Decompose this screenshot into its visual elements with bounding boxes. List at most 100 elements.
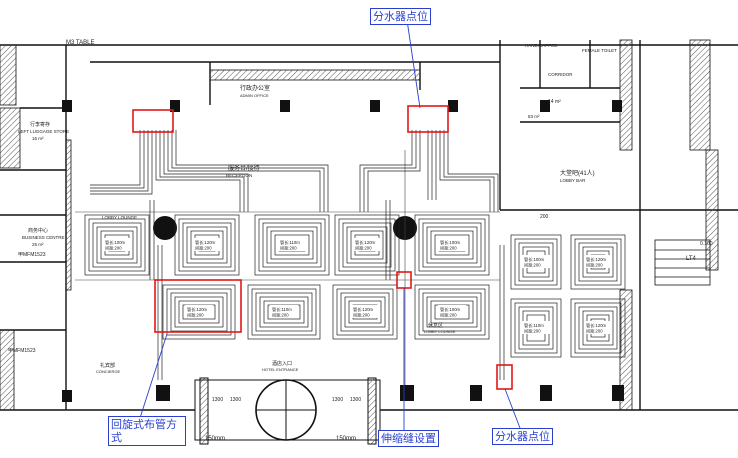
loop-labels: 管长:100m间距:200管长:120m间距:200管长:110m间距:200管… [103, 238, 612, 335]
heating-loop [254, 214, 330, 276]
loop-label: 间距:200 [280, 245, 297, 252]
callout-spiral-line1: 回旋式布管方 [111, 418, 177, 431]
dim-1300-a: 1300 [212, 397, 223, 403]
dim-1300-c: 1300 [332, 397, 343, 403]
loop-label: 管长:120m [586, 322, 607, 329]
callout-spiral-line2: 式 [111, 431, 122, 444]
business-centre-cn: 商务中心 [28, 227, 48, 234]
reception-cn: 服务台/接待 [228, 164, 260, 172]
reception-en: RECEPTION [226, 173, 252, 178]
level-mark: 0.100 [700, 241, 713, 247]
expansion-joint-lines [75, 150, 500, 385]
loop-label: 管长:100m [524, 256, 545, 263]
loop-label: 管长:120m [355, 239, 376, 246]
corridor-en: CORRIDOR [548, 72, 573, 77]
round-columns [153, 216, 417, 240]
heating-loop [247, 284, 321, 340]
lobby-lounge-left: LOBBY LOUNGE [102, 215, 137, 220]
left-luggage-cn: 行李寄存 [30, 121, 50, 128]
lobby-bar-en: LOBBY BAR [560, 178, 586, 183]
loop-label-bg [351, 305, 379, 318]
gap-right: 150mm [336, 436, 356, 442]
concierge-en: CONCIERGE [96, 369, 121, 374]
loop-label-bg [438, 238, 466, 251]
hotel-entrance-en: HOTEL ENTRANCE [262, 367, 299, 372]
hotel-entrance-cn: 酒店入口 [272, 360, 292, 367]
door-tag-2: 甲MFM1523 [8, 348, 36, 354]
lt4-label: LT4 [686, 256, 697, 262]
callout-manifold-bottom: 分水器点位 [492, 428, 553, 445]
left-luggage-area: 16 m² [32, 136, 44, 141]
loop-label-bg [438, 305, 466, 318]
heating-loop [414, 284, 490, 340]
heating-loops [84, 214, 626, 358]
spiral-layout-box [154, 279, 242, 333]
loop-label: 间距:200 [353, 312, 370, 319]
female-toilet: FEMALE TOILET [582, 48, 617, 53]
supply-trunks-right [359, 130, 505, 380]
callout-spiral-layout: 回旋式布管方 式 [108, 416, 186, 446]
heating-loop [334, 214, 400, 276]
loop-label-bg [270, 305, 298, 318]
heating-loop [414, 214, 490, 276]
loop-label: 管长:100m [105, 239, 126, 246]
handicapped: HANDICAPPED [525, 43, 558, 48]
loop-label: 管长:110m [280, 239, 300, 246]
loop-label: 间距:200 [355, 245, 372, 252]
supply-trunks-left [90, 130, 329, 380]
area-83: 83 m² [528, 114, 540, 119]
loop-label: 间距:200 [524, 262, 541, 269]
business-centre-area: 25 m² [32, 242, 44, 247]
business-centre-en: BUSINESS CENTRE [22, 235, 65, 240]
heating-loop [570, 234, 626, 290]
revolving-door [194, 377, 381, 445]
loop-label: 管长:120m [195, 239, 216, 246]
manifold-box-right [407, 105, 449, 133]
heating-loop [162, 284, 236, 340]
concierge-cn: 礼宾部 [100, 362, 115, 369]
manifold-box-left [132, 109, 174, 133]
loop-label: 管长:110m [272, 306, 292, 313]
leader-lines [139, 19, 521, 430]
gap-left: 150mm [205, 436, 225, 442]
lobby-lounge-right-cn: 休息区 [428, 322, 443, 329]
door-tag-1: 甲MFM1523 [18, 252, 46, 258]
stair-lt4 [654, 239, 711, 286]
loop-label: 间距:200 [195, 245, 212, 252]
dim-1300-d: 1300 [350, 397, 361, 403]
callout-expansion-joint: 伸缩缝设置 [378, 430, 439, 447]
loop-label: 间距:200 [187, 312, 204, 319]
loop-label: 间距:200 [586, 328, 603, 335]
loop-label: 管长:120m [353, 306, 374, 313]
manifold-box-bottom [496, 364, 513, 390]
left-luggage-en: LEFT LUGGAGE STORE [18, 129, 69, 134]
admin-office-cn: 行政办公室 [240, 84, 270, 92]
loop-label-bg [584, 255, 612, 268]
loop-label: 间距:200 [586, 262, 603, 269]
highlight-boxes [132, 105, 513, 390]
admin-office-en: ADMIN OFFICE [240, 93, 269, 98]
loop-label-bg [185, 305, 213, 318]
title-tag: M3 TABLE [66, 40, 94, 46]
vip-room-area: 14 m² [548, 99, 561, 105]
lobby-bar-cn: 大堂吧(41人) [560, 169, 595, 177]
callout-manifold-top: 分水器点位 [370, 8, 431, 25]
loop-label: 间距:200 [440, 312, 457, 319]
loop-label-bg [193, 238, 221, 251]
loop-label-bg [522, 255, 550, 268]
loop-label: 间距:200 [105, 245, 122, 252]
loop-label: 间距:200 [524, 328, 541, 335]
loop-label: 管长:100m [440, 239, 461, 246]
loop-label-bg [522, 321, 550, 334]
dim-1300-b: 1300 [230, 397, 241, 403]
loop-label-bg [353, 238, 381, 251]
loop-label-bg [584, 321, 612, 334]
loop-label: 管长:120m [187, 306, 208, 313]
dim-200: 200 [540, 214, 549, 220]
loop-label-bg [278, 238, 306, 251]
loop-label: 管长:120m [586, 256, 607, 263]
loop-label: 间距:200 [272, 312, 289, 319]
hatched-walls [0, 39, 719, 411]
